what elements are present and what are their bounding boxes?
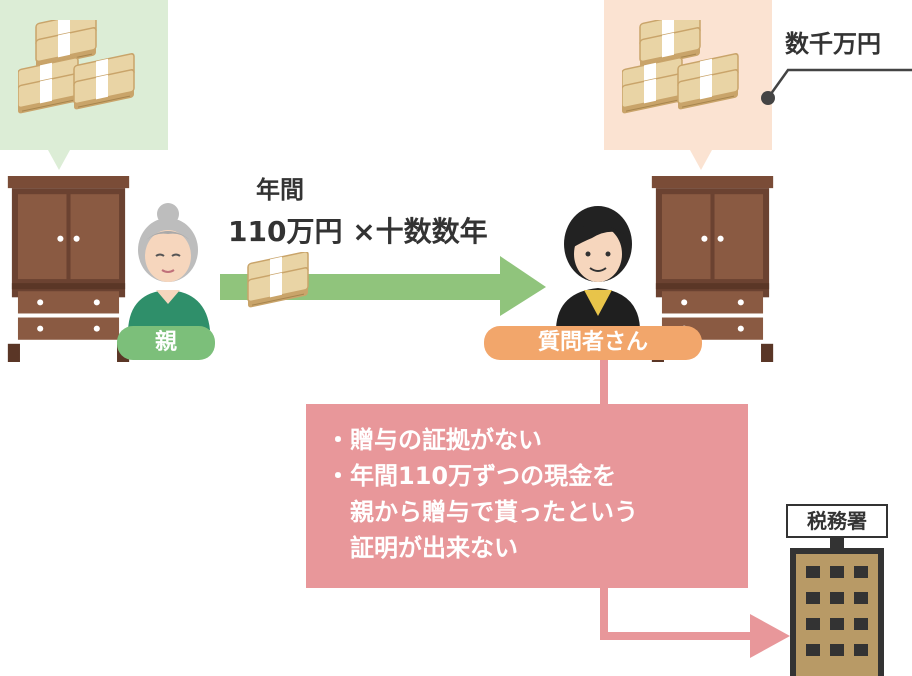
problem-line-3: 親から贈与で貰ったという bbox=[326, 498, 638, 526]
problem-box: ・贈与の証拠がない ・年間110万ずつの現金を 親から贈与で貰ったという 証明が… bbox=[306, 404, 748, 588]
total-amount-label: 数千万円 bbox=[785, 30, 881, 58]
tax-office-label: 税務署 bbox=[807, 509, 867, 533]
annual-label: 年間 bbox=[256, 176, 304, 204]
parent-cash-icon bbox=[18, 20, 158, 140]
annual-amount-value: 110万円 bbox=[228, 215, 343, 248]
problem-line-4: 証明が出来ない bbox=[326, 534, 518, 562]
child-bubble-tail bbox=[690, 150, 712, 170]
child-label: 質問者さん bbox=[484, 326, 702, 360]
transfer-cash-icon bbox=[247, 252, 309, 309]
total-pointer-line bbox=[761, 68, 912, 105]
problem-line-2: ・年間110万ずつの現金を bbox=[326, 462, 617, 490]
problem-line-1: ・贈与の証拠がない bbox=[326, 426, 542, 454]
parent-bubble-tail bbox=[48, 150, 70, 170]
annual-times: ×十数数年 bbox=[352, 215, 488, 248]
child-cash-icon bbox=[622, 20, 762, 140]
parent-person-icon bbox=[128, 203, 210, 330]
parent-label: 親 bbox=[117, 326, 215, 360]
annual-amount: 110万円 ×十数数年 bbox=[228, 210, 488, 250]
parent-wardrobe-icon bbox=[7, 176, 130, 362]
child-person-icon bbox=[556, 206, 640, 328]
tax-office-sign: 税務署 bbox=[786, 504, 888, 538]
tax-office-building: 税務署 bbox=[786, 504, 890, 676]
building-icon bbox=[790, 548, 884, 676]
